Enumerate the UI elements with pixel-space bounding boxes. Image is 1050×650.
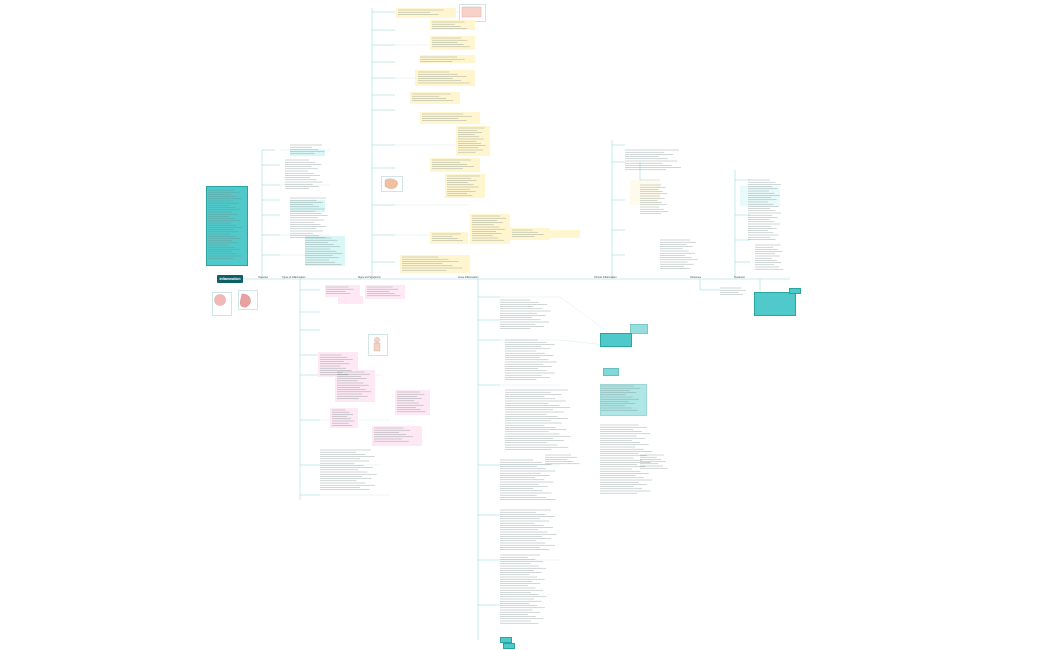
detail-box bbox=[396, 8, 456, 18]
detail-box bbox=[365, 285, 405, 299]
detail-box bbox=[548, 230, 580, 238]
detail-box bbox=[330, 408, 358, 428]
detail-box bbox=[290, 150, 325, 156]
detail-box bbox=[456, 126, 490, 156]
detail-box bbox=[420, 55, 475, 63]
detail-box bbox=[430, 36, 475, 50]
treatment-tag bbox=[789, 288, 801, 294]
branch-signs[interactable]: Signs and Symptoms bbox=[358, 276, 381, 279]
detail-box bbox=[335, 370, 375, 402]
detail-box bbox=[305, 236, 345, 266]
detail-box bbox=[430, 158, 480, 172]
root-title: Inflammation bbox=[219, 277, 241, 281]
detail-box bbox=[510, 228, 550, 240]
detail-box bbox=[415, 70, 475, 86]
treatment-note bbox=[754, 292, 796, 316]
detail-box bbox=[420, 112, 480, 124]
branch-outcomes[interactable]: Outcomes bbox=[690, 276, 701, 279]
branch-acute[interactable]: Acute Inflammation bbox=[458, 276, 479, 279]
detail-box bbox=[410, 92, 460, 104]
detail-box bbox=[470, 214, 510, 244]
branch-types[interactable]: Types of Inflammation bbox=[282, 276, 306, 279]
detail-box bbox=[372, 426, 422, 446]
root-node[interactable]: Inflammation bbox=[217, 275, 243, 283]
bottom-tag-1 bbox=[500, 637, 512, 643]
detail-box bbox=[400, 255, 470, 273]
mechanism-note bbox=[600, 333, 632, 347]
bottom-tag-2 bbox=[503, 643, 515, 649]
detail-box bbox=[325, 285, 360, 297]
detail-box bbox=[630, 180, 660, 205]
detail-box bbox=[338, 296, 363, 304]
branch-treatment[interactable]: Treatment bbox=[734, 276, 745, 279]
branch-overview[interactable]: Overview bbox=[258, 276, 268, 279]
overview-note bbox=[206, 186, 248, 266]
branch-chronic[interactable]: Chronic Inflammation bbox=[594, 276, 617, 279]
outcome-note bbox=[600, 384, 647, 416]
cell-note bbox=[630, 324, 648, 334]
mediator-note bbox=[603, 368, 619, 376]
detail-box bbox=[445, 174, 485, 198]
detail-box bbox=[430, 20, 475, 30]
detail-box bbox=[430, 232, 468, 244]
